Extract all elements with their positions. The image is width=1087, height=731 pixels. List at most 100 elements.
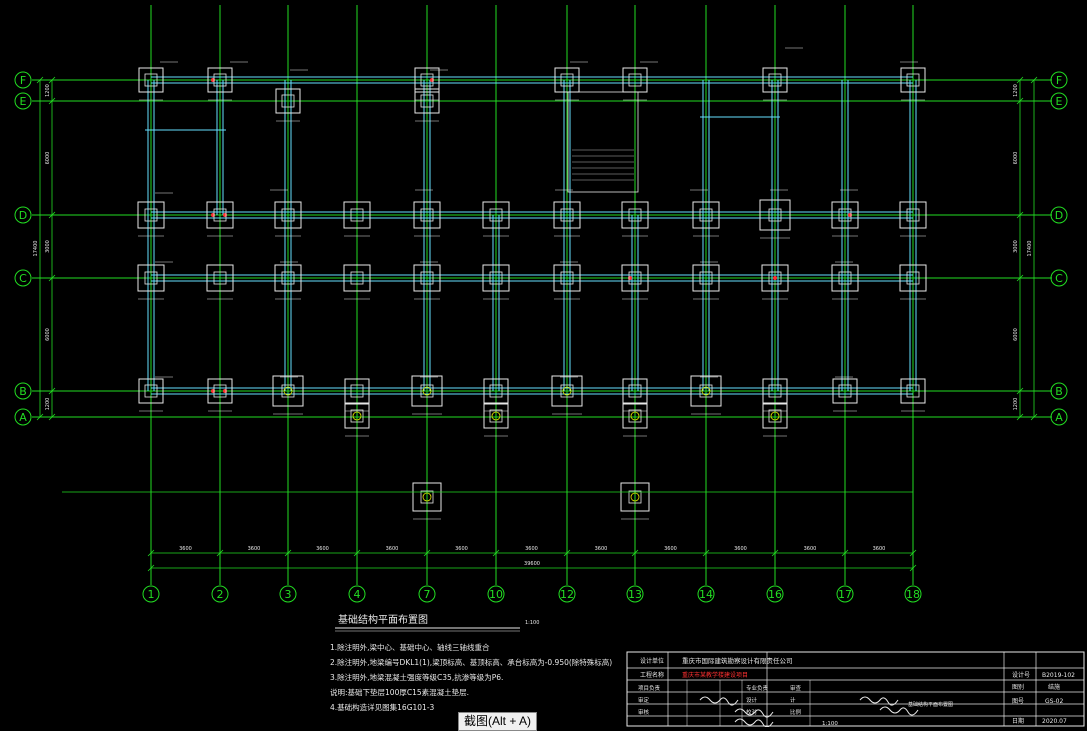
axis-label-2: 2 — [217, 588, 224, 601]
footing-C-10 — [482, 264, 510, 292]
footing-C-1-col — [144, 271, 158, 285]
dim-y-left-total-tick-0 — [36, 76, 44, 84]
footing-A-4-col — [350, 409, 364, 423]
axis-bubble-D-right — [1050, 206, 1068, 224]
axis-label-10: 10 — [489, 588, 503, 601]
footing-D-2 — [206, 201, 234, 229]
axis-label-D-right: D — [1055, 209, 1063, 222]
footing-F-7 — [414, 67, 440, 93]
footing-B-7-pile — [422, 386, 432, 396]
footing-E-7 — [414, 88, 440, 114]
note-1: 2.除注明外,地梁编号DKL1(1),梁顶标高、基顶标高、承台标高为-0.950… — [330, 657, 612, 667]
dim-y-right-label-3: 6000 — [1013, 328, 1019, 341]
footing-south-13-col — [628, 490, 642, 504]
footing-D-10 — [482, 201, 510, 229]
footing-A-10-pile — [491, 411, 501, 421]
axis-bubble-3 — [279, 585, 297, 603]
dim-x-total-tick-1 — [909, 564, 917, 572]
footing-B-17-col — [838, 384, 852, 398]
tb-row-right-label-0: 审查 — [790, 684, 802, 692]
axis-bubble-B-right — [1050, 382, 1068, 400]
footing-C-14 — [692, 264, 720, 292]
footing-B-7-col — [420, 384, 434, 398]
axis-bubble-C-left — [14, 269, 32, 287]
footing-F-2 — [207, 67, 233, 93]
tb-date: 2020.07 — [1042, 718, 1067, 725]
axis-bubble-7 — [418, 585, 436, 603]
dim-x-tick-10 — [841, 549, 849, 557]
dim-y-left-tick-4 — [48, 387, 56, 395]
footing-C-1 — [137, 264, 165, 292]
axis-label-7: 7 — [424, 588, 431, 601]
axis-label-C-right: C — [1055, 272, 1063, 285]
tb-row-label-2: 审核 — [638, 708, 650, 716]
axis-bubble-E-left — [14, 92, 32, 110]
axis-label-1: 1 — [148, 588, 155, 601]
footing-C-4-col — [350, 271, 364, 285]
tb-designer-unit-label: 设计单位 — [640, 657, 664, 665]
footing-D-3-col — [281, 208, 295, 222]
footing-B-1-col — [144, 384, 158, 398]
footing-D-16 — [759, 199, 791, 231]
dim-x-tick-4 — [423, 549, 431, 557]
footing-D-2-col — [213, 208, 227, 222]
axis-label-A-left: A — [19, 411, 27, 424]
signature-4 — [879, 706, 919, 716]
footing-C-17 — [831, 264, 859, 292]
tb-row-mid-label-1: 设计 — [746, 696, 758, 704]
axis-bubble-1 — [142, 585, 160, 603]
axis-bubble-2 — [211, 585, 229, 603]
dim-x-label-2: 3600 — [316, 546, 329, 552]
footing-B-7 — [411, 375, 443, 407]
footing-C-3-col — [281, 271, 295, 285]
axis-bubble-F-left — [14, 71, 32, 89]
footing-F-18 — [900, 67, 926, 93]
dim-x-tick-7 — [631, 549, 639, 557]
footing-B-18-col — [906, 384, 920, 398]
footing-D-1-col — [144, 208, 158, 222]
footing-B-10-col — [489, 384, 503, 398]
footing-D-12-col — [560, 208, 574, 222]
signature-1 — [734, 708, 774, 718]
dim-x-label-7: 3600 — [664, 546, 677, 552]
dim-y-left-label-0: 1200 — [45, 84, 51, 97]
footing-D-13-col — [628, 208, 642, 222]
stair-block — [567, 91, 639, 193]
red-mark-5 — [773, 276, 777, 280]
footing-A-13-pile — [630, 411, 640, 421]
axis-label-4: 4 — [354, 588, 361, 601]
tb-date-label: 日期 — [1012, 717, 1024, 725]
axis-label-F-left: F — [20, 74, 26, 87]
footing-C-12-col — [560, 271, 574, 285]
axis-label-14: 14 — [699, 588, 713, 601]
footing-C-2-col — [213, 271, 227, 285]
tb-scale-value: 1:100 — [822, 721, 838, 727]
axis-label-12: 12 — [560, 588, 574, 601]
footing-A-10 — [483, 403, 509, 429]
footing-B-3-col — [281, 384, 295, 398]
footing-B-13 — [622, 378, 648, 404]
axis-label-3: 3 — [285, 588, 292, 601]
footing-C-3 — [274, 264, 302, 292]
footing-E-3 — [275, 88, 301, 114]
red-mark-4 — [628, 276, 632, 280]
dim-x-label-5: 3600 — [525, 546, 538, 552]
axis-bubble-B-left — [14, 382, 32, 400]
dim-x-tick-5 — [492, 549, 500, 557]
tb-project: 重庆市某教学楼建设项目 — [682, 671, 748, 679]
dim-x-label-10: 3600 — [873, 546, 886, 552]
dim-y-left-tick-1 — [48, 97, 56, 105]
dim-x-tick-1 — [216, 549, 224, 557]
footing-B-3-pile — [283, 386, 293, 396]
dim-x-label-0: 3600 — [179, 546, 192, 552]
dim-y-right-tick-5 — [1016, 413, 1024, 421]
dim-x-label-9: 3600 — [804, 546, 817, 552]
axis-bubble-A-left — [14, 408, 32, 426]
axis-bubble-F-right — [1050, 71, 1068, 89]
footing-D-4-col — [350, 208, 364, 222]
footing-D-7-col — [420, 208, 434, 222]
dim-y-right-total-tick-0 — [1030, 76, 1038, 84]
dim-x-tick-11 — [909, 549, 917, 557]
